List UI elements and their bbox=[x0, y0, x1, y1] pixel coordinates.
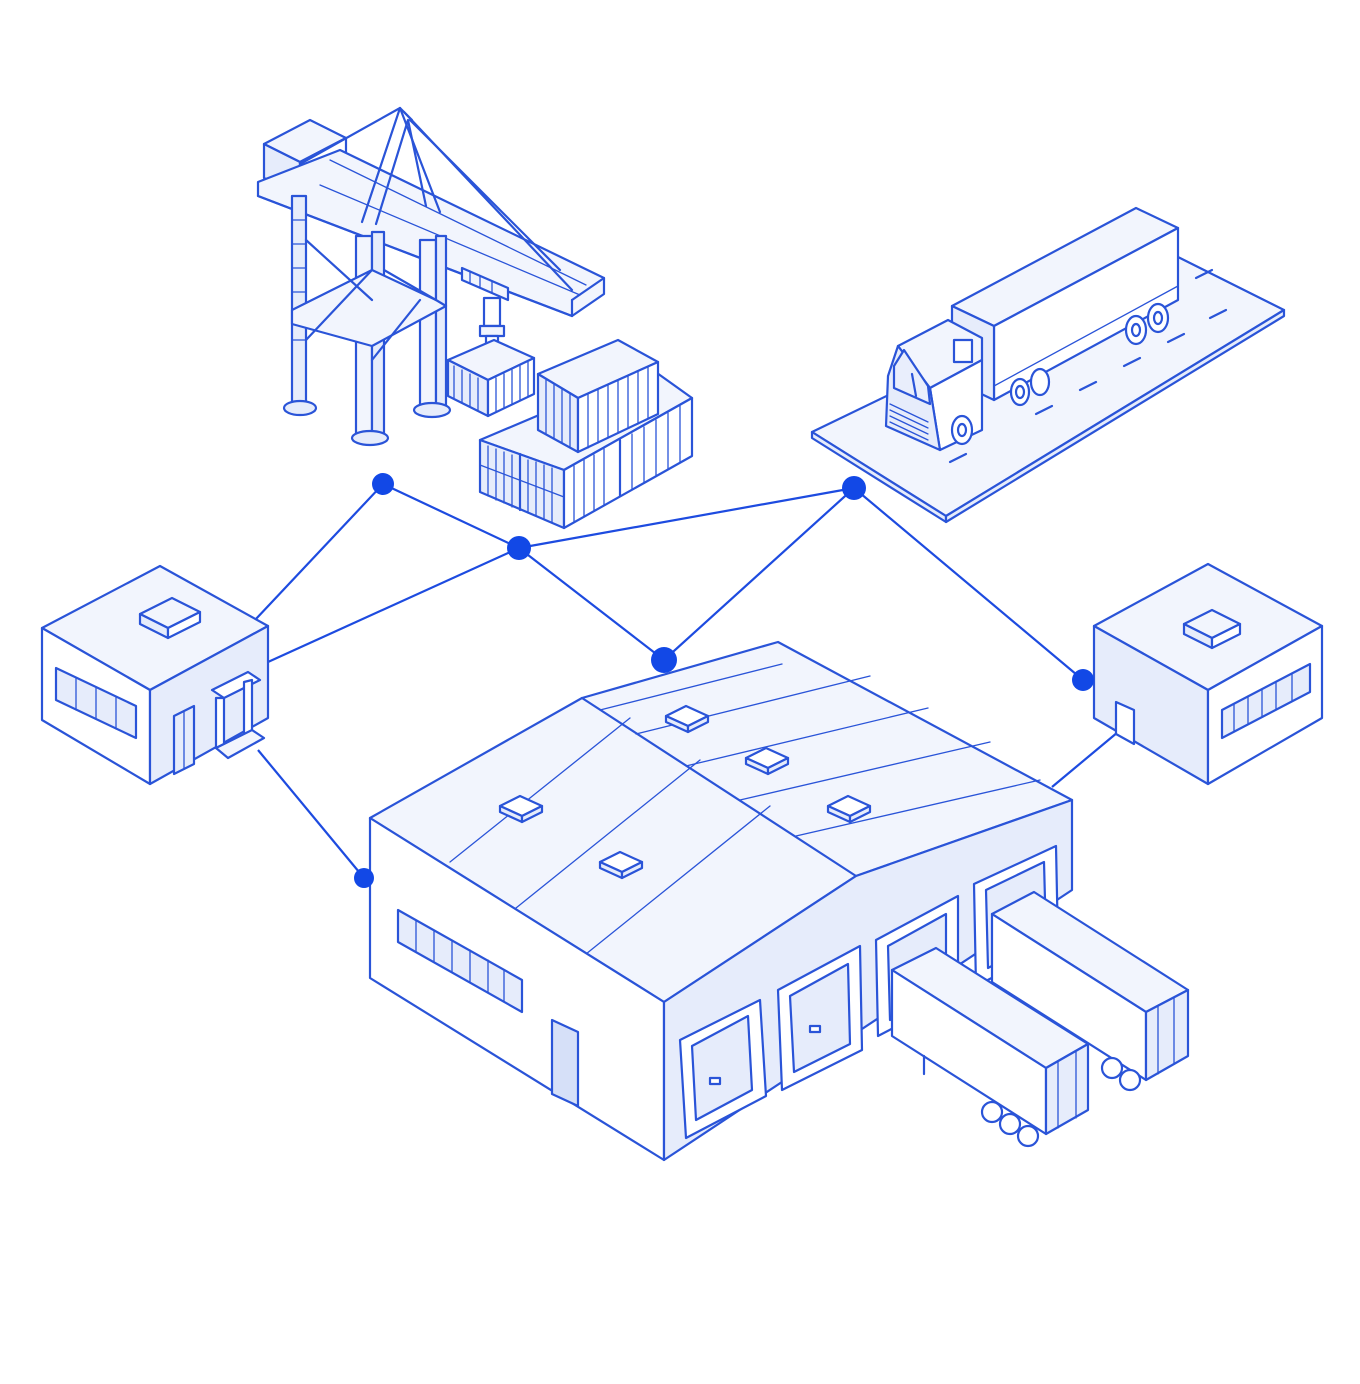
network-node bbox=[372, 473, 394, 495]
edge-node-center-to-node-warehouse bbox=[518, 547, 665, 661]
network-node bbox=[842, 476, 866, 500]
network-node bbox=[354, 868, 374, 888]
network-node bbox=[507, 536, 531, 560]
left-building-icon bbox=[40, 564, 270, 786]
container-stack-icon bbox=[478, 338, 694, 530]
edge-node-truck-to-node-warehouse bbox=[663, 487, 855, 661]
edge-node-center-to-node-truck bbox=[518, 486, 855, 550]
port-crane-icon bbox=[256, 106, 606, 447]
network-node bbox=[1072, 669, 1094, 691]
edge-left-building-to-warehouse bbox=[257, 749, 365, 879]
semi-truck-icon bbox=[810, 206, 1286, 524]
edge-right-building-to-warehouse bbox=[1051, 731, 1119, 788]
edge-left-building-to-node-crane bbox=[254, 483, 384, 621]
edge-left-building-to-node-center bbox=[267, 546, 520, 664]
warehouse-icon bbox=[368, 640, 1190, 1162]
loading-dock-1 bbox=[678, 998, 768, 1140]
right-building-icon bbox=[1092, 562, 1324, 786]
network-node bbox=[651, 647, 677, 673]
network-nodes bbox=[354, 473, 1094, 888]
roof-skylights bbox=[498, 704, 872, 880]
network-edges bbox=[254, 483, 1119, 879]
road-lane-markings bbox=[948, 268, 1228, 464]
edge-node-crane-to-node-center bbox=[382, 483, 520, 549]
edge-node-truck-to-node-right bbox=[853, 487, 1084, 681]
roof-seams bbox=[449, 663, 1041, 955]
docked-trailer-front-icon bbox=[890, 946, 1090, 1148]
docked-trailer-back-icon bbox=[990, 890, 1190, 1092]
loading-dock-2 bbox=[776, 944, 864, 1092]
